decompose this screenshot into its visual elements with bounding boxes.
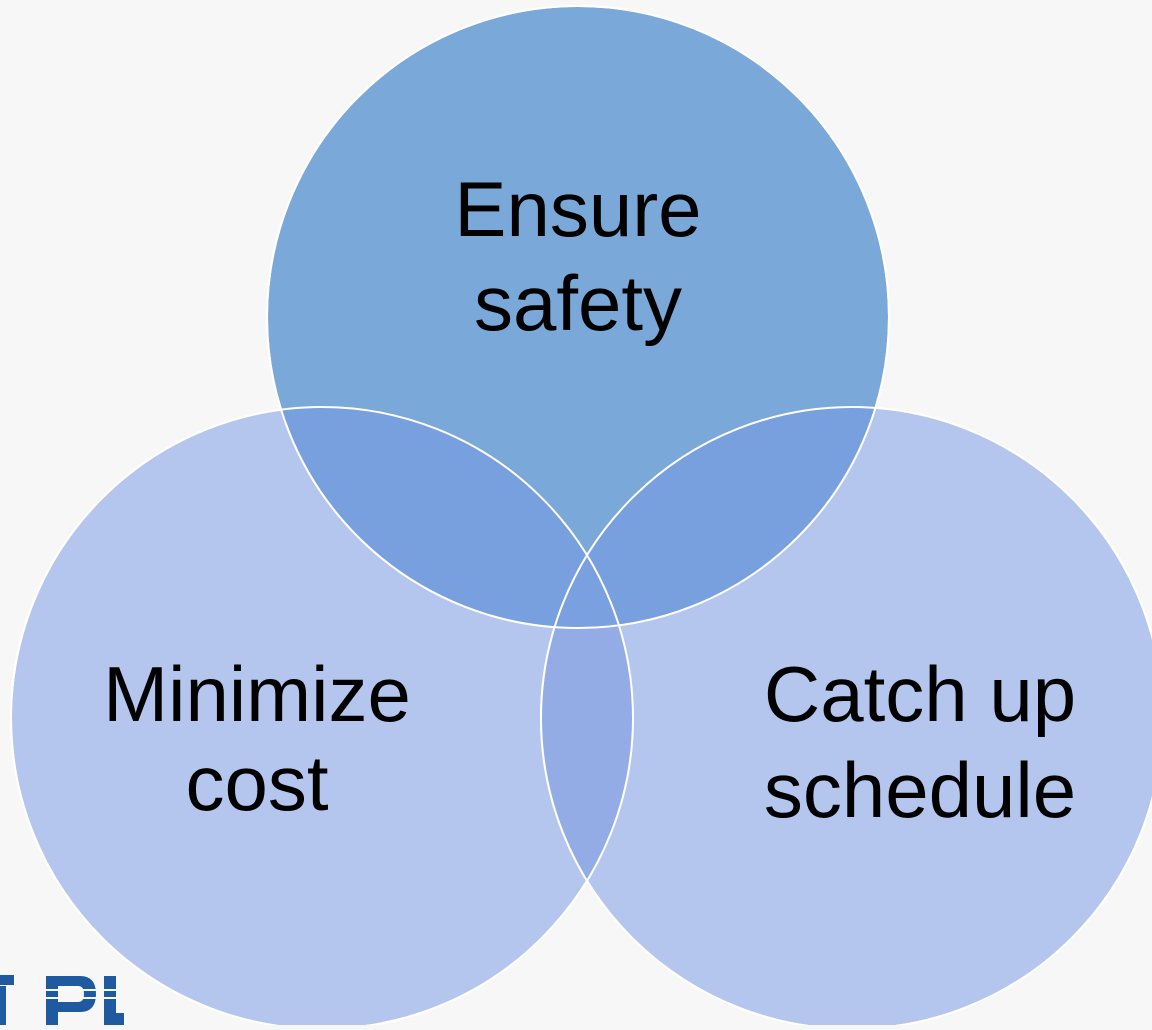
- label-left-line1: Minimize: [103, 650, 411, 738]
- overlap-top-left: [267, 407, 633, 628]
- overlap-top-right: [541, 407, 889, 628]
- circle-top-outline: [266, 5, 890, 629]
- label-top-line1: Ensure: [454, 165, 701, 253]
- label-right-line1: Catch up: [764, 650, 1076, 738]
- label-top-line2: safety: [474, 259, 682, 347]
- label-left-line2: cost: [185, 739, 328, 827]
- label-right-line2: schedule: [764, 746, 1076, 834]
- ppl-logo: [0, 975, 124, 1025]
